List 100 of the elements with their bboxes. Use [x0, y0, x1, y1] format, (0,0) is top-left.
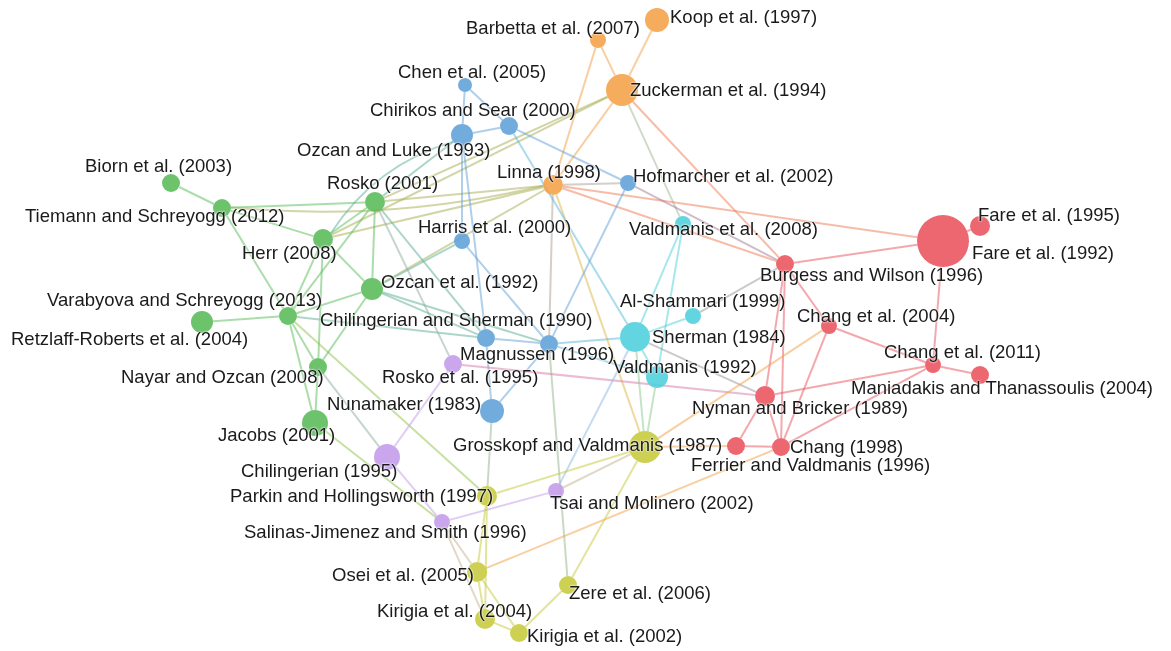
node-label: Maniadakis and Thanassoulis (2004): [851, 377, 1153, 399]
connector-line: [229, 209, 315, 238]
node-label: Linna (1998): [497, 161, 601, 183]
node-circle: [685, 308, 701, 324]
node-label: Al-Shammari (1999): [620, 290, 786, 312]
node-circle: [645, 8, 669, 32]
node-label: Biorn et al. (2003): [85, 155, 233, 177]
node-circle: [477, 329, 495, 347]
connector-line: [485, 346, 492, 400]
connector-line: [571, 460, 639, 579]
node-label: Zere et al. (2006): [569, 582, 711, 604]
connector-line: [292, 208, 370, 310]
connector-line: [322, 373, 381, 448]
connector-line: [646, 386, 657, 433]
node-circle: [917, 215, 969, 267]
node-circle: [620, 322, 650, 352]
node-circle: [510, 624, 528, 642]
node-circle: [191, 311, 213, 333]
connector-line: [477, 504, 487, 564]
connector-line: [792, 243, 919, 264]
node-circle: [620, 175, 636, 191]
node-label: Fare et al. (1992): [972, 242, 1114, 264]
connector-line: [295, 316, 479, 338]
node-circle: [365, 192, 385, 212]
node-label: Kirigia et al. (2002): [527, 625, 683, 647]
node-label: Chang et al. (2011): [884, 341, 1041, 363]
connector-line: [627, 103, 681, 218]
connector-line: [486, 422, 493, 487]
connector-line: [966, 228, 972, 233]
node-label: Varabyova and Schreyogg (2013): [47, 289, 323, 311]
connector-line: [494, 337, 541, 345]
node-label: Rosko (2001): [327, 172, 439, 194]
connector-line: [648, 317, 687, 333]
node-label: Salinas-Jimenez and Smith (1996): [244, 521, 527, 543]
connector-line: [562, 453, 632, 489]
connector-line: [628, 29, 653, 77]
connector-line: [561, 187, 778, 263]
node-label: Koop et al. (1997): [670, 6, 818, 28]
connector-line: [324, 430, 437, 519]
connector-line: [461, 91, 466, 125]
node-label: Retzlaff-Roberts et al. (2004): [11, 328, 249, 350]
node-label: Ozcan et al. (1992): [381, 271, 539, 293]
connector-line: [381, 140, 455, 197]
connector-line: [562, 182, 621, 186]
node-label: Chang (1998): [790, 436, 904, 457]
connector-line: [212, 315, 280, 323]
node-label: Valdmanis et al. (2008): [629, 218, 818, 240]
connector-line: [524, 590, 563, 628]
connector-line: [230, 201, 366, 209]
connector-line: [516, 128, 622, 181]
connector-line: [557, 337, 621, 345]
connector-line: [634, 185, 778, 261]
node-circle: [772, 438, 790, 456]
connector-line: [485, 449, 774, 570]
node-circle: [454, 233, 470, 249]
node-circle: [480, 399, 504, 423]
node-label: Ozcan and Luke (1993): [297, 139, 491, 161]
connector-line: [657, 329, 824, 440]
connector-line: [635, 350, 645, 433]
node-label: Nayar and Ozcan (2008): [121, 366, 324, 388]
connector-line: [331, 96, 609, 236]
node-circle: [361, 278, 383, 300]
connector-line: [600, 46, 617, 77]
connector-line: [469, 88, 504, 121]
connector-line: [835, 327, 927, 364]
connector-line: [371, 211, 376, 279]
connector-line: [481, 579, 515, 627]
connector-line: [773, 365, 927, 396]
connector-line: [384, 185, 544, 202]
connector-line: [548, 194, 554, 336]
node-circle: [458, 78, 472, 92]
connector-line: [493, 621, 512, 631]
node-label: Valdmanis (1992): [613, 356, 757, 378]
node-label: Chilingerian (1995): [241, 460, 398, 482]
node-label: Tiemann and Schreyogg (2012): [25, 205, 285, 227]
connector-line: [330, 140, 455, 234]
node-circle: [444, 355, 462, 373]
connector-line: [552, 189, 626, 337]
node-circle: [500, 117, 518, 135]
node-label: Tsai and Molinero (2002): [550, 492, 754, 514]
node-label: Herr (2008): [242, 242, 337, 264]
connector-line: [289, 323, 313, 412]
connector-line: [322, 297, 367, 361]
connector-line: [291, 322, 315, 361]
connector-line: [466, 246, 545, 339]
node-label: Hofmarcher et al. (2002): [633, 165, 834, 187]
node-circle: [162, 174, 180, 192]
connector-line: [699, 267, 779, 314]
connector-line: [383, 95, 609, 199]
node-label: Chilingerian and Sherman (1990): [320, 309, 593, 331]
node-label: Chen et al. (2005): [398, 61, 547, 83]
node-label: Chirikos and Sear (2000): [370, 99, 576, 121]
connector-line: [461, 363, 757, 396]
node-circle: [727, 437, 745, 455]
connector-line: [331, 186, 545, 238]
connector-line: [787, 367, 927, 444]
node-label: Barbetta et al. (2007): [466, 17, 640, 39]
connector-line: [744, 445, 773, 448]
connector-line: [561, 185, 919, 239]
node-label: Harris et al. (2000): [418, 216, 572, 238]
